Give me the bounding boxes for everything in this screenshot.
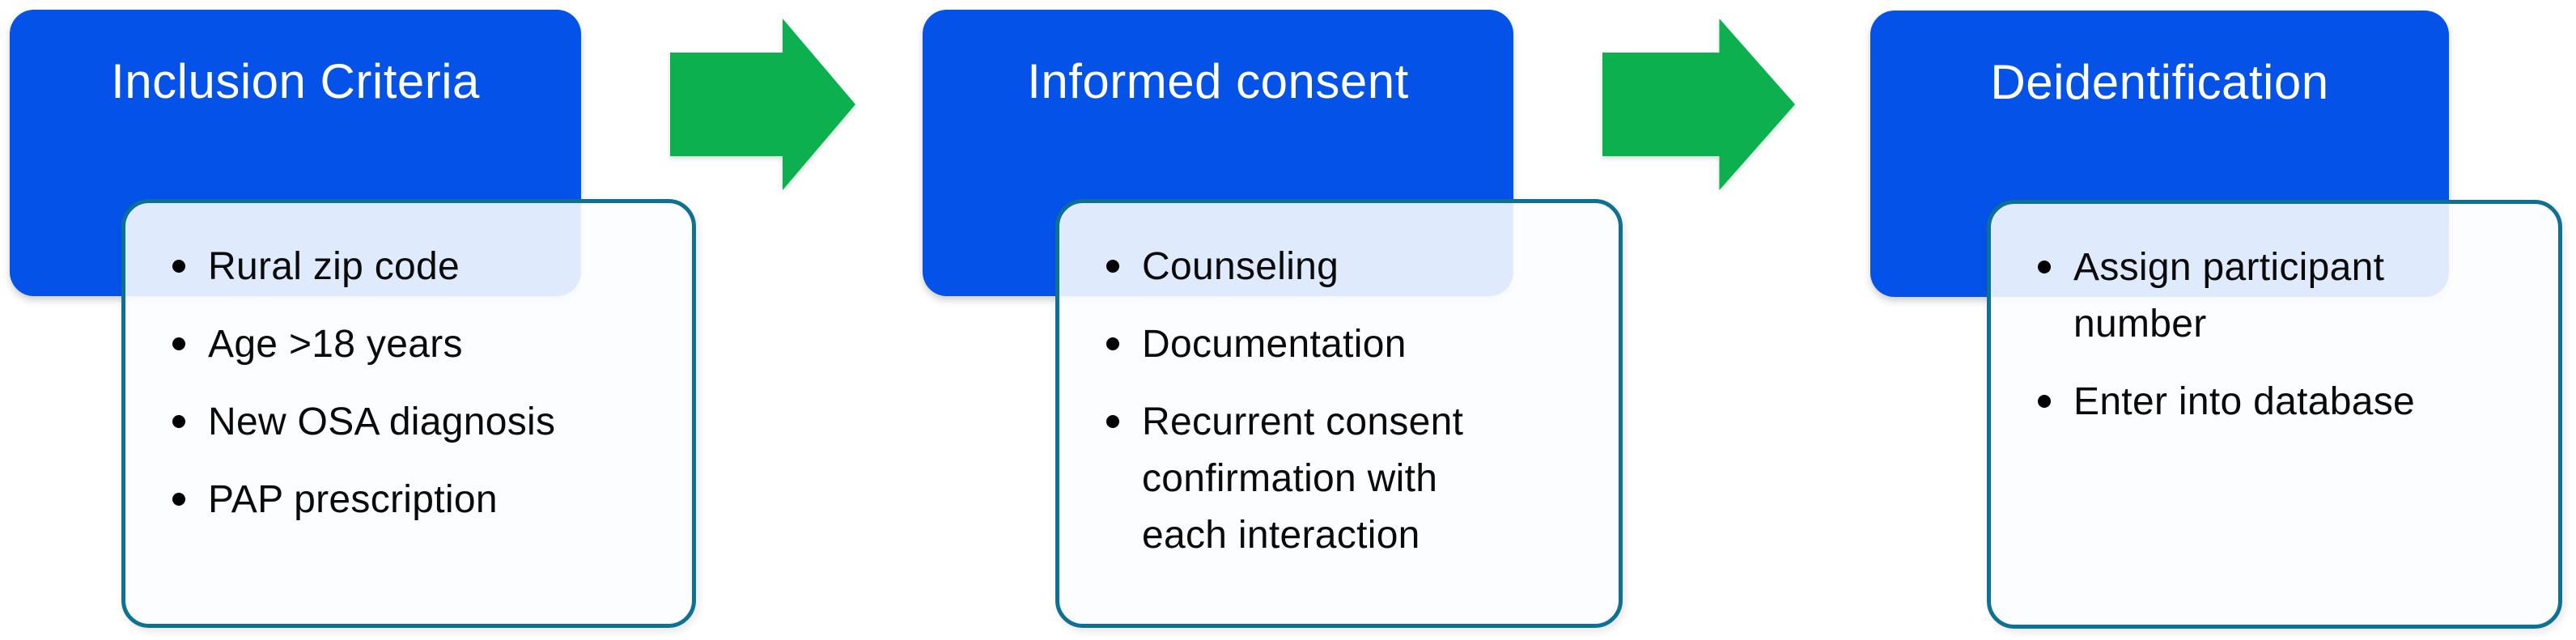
right-block-arrow-icon bbox=[670, 19, 855, 190]
bullet-item: Documentation bbox=[1105, 316, 1594, 373]
bullet-list: Assign participant number Enter into dat… bbox=[1991, 204, 2558, 430]
bullet-item: Enter into database bbox=[2036, 374, 2534, 430]
stage-body-inclusion-criteria: Rural zip code Age >18 years New OSA dia… bbox=[121, 199, 696, 628]
bullet-item: Recurrent consent confirmation with each… bbox=[1105, 394, 1594, 564]
bullet-list: Rural zip code Age >18 years New OSA dia… bbox=[125, 203, 692, 528]
bullet-list: Counseling Documentation Recurrent conse… bbox=[1059, 203, 1619, 564]
bullet-item: New OSA diagnosis bbox=[171, 394, 668, 451]
bullet-item: Age >18 years bbox=[171, 316, 668, 373]
right-block-arrow-icon bbox=[1602, 19, 1795, 190]
stage-title: Inclusion Criteria bbox=[111, 54, 480, 108]
bullet-item: Assign participant number bbox=[2036, 239, 2534, 353]
stage-title: Informed consent bbox=[1027, 54, 1409, 108]
stage-body-deidentification: Assign participant number Enter into dat… bbox=[1987, 200, 2562, 629]
stage-body-informed-consent: Counseling Documentation Recurrent conse… bbox=[1055, 199, 1623, 628]
bullet-item: PAP prescription bbox=[171, 472, 668, 528]
bullet-item: Rural zip code bbox=[171, 239, 668, 295]
stage-title: Deidentification bbox=[1990, 55, 2329, 109]
bullet-item: Counseling bbox=[1105, 239, 1594, 295]
